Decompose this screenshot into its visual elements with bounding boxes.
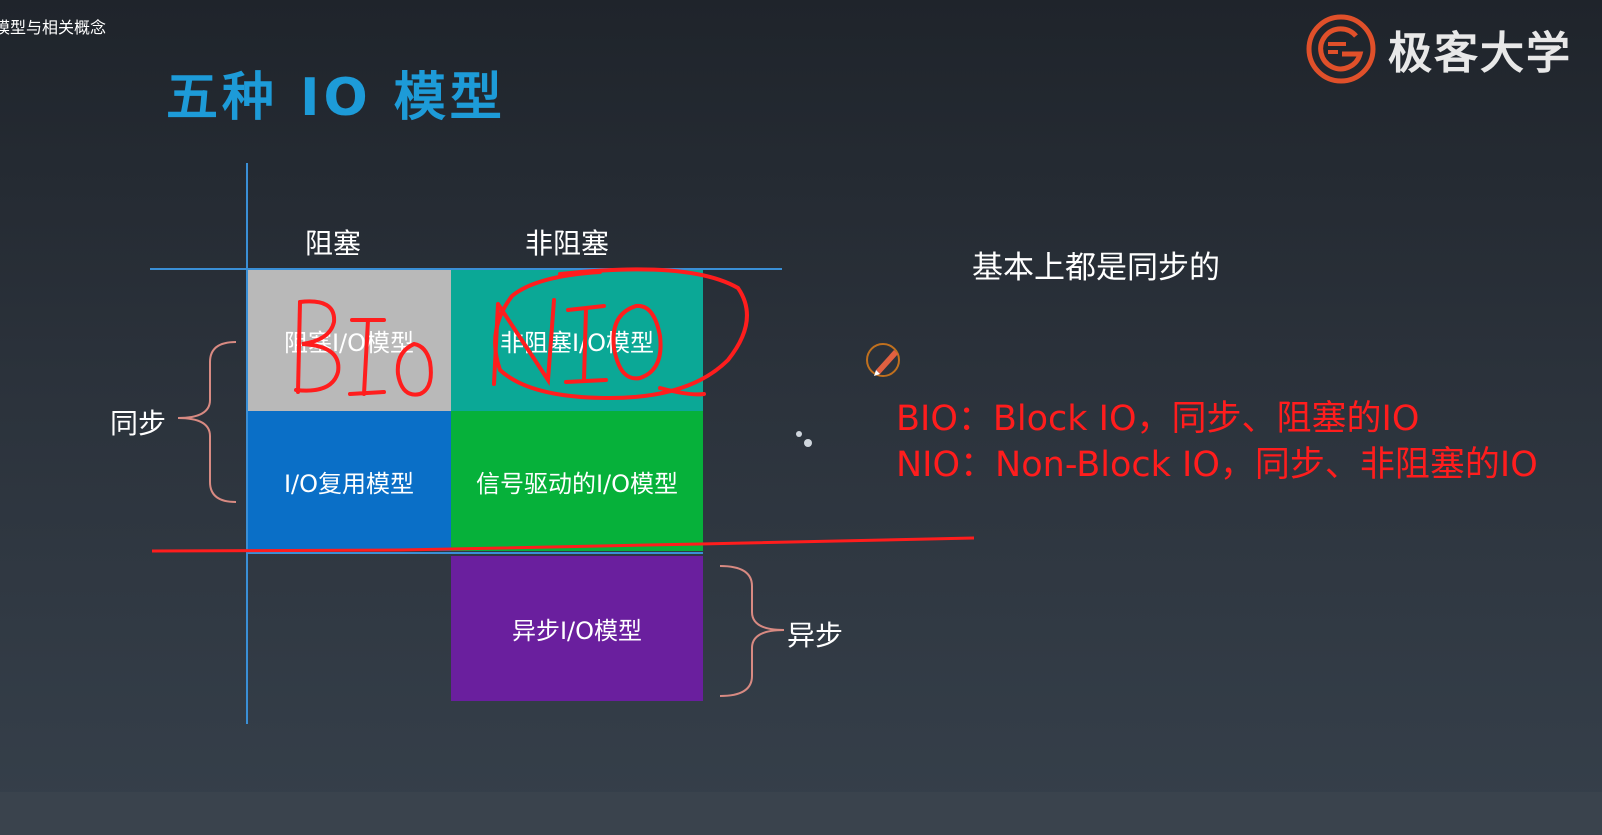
async-group-label: 异步 bbox=[787, 619, 844, 652]
brand-logo: 极客大学 bbox=[1306, 12, 1596, 86]
slide-title: 五种 IO 模型 bbox=[166, 68, 506, 128]
bio-definition: BIO：Block IO，同步、阻塞的IO bbox=[896, 399, 1420, 439]
bottom-bar bbox=[0, 792, 1602, 835]
pen-cursor-icon bbox=[866, 343, 900, 377]
sync-note: 基本上都是同步的 bbox=[972, 250, 1220, 286]
cell-async-io: 异步I/O模型 bbox=[451, 556, 703, 701]
nio-definition: NIO：Non-Block IO，同步、非阻塞的IO bbox=[896, 445, 1538, 485]
red-underline-stroke bbox=[151, 536, 975, 553]
geek-logo-icon bbox=[1306, 14, 1376, 84]
dot-marker bbox=[796, 431, 802, 437]
handwritten-nio bbox=[492, 267, 749, 401]
cell-multiplexing-io: I/O复用模型 bbox=[247, 411, 451, 551]
sync-group-label: 同步 bbox=[110, 407, 167, 440]
cell-multiplexing-io-label: I/O复用模型 bbox=[283, 469, 415, 498]
dot-marker bbox=[804, 439, 812, 447]
cell-async-io-label: 异步I/O模型 bbox=[511, 617, 643, 645]
sync-bracket bbox=[177, 341, 237, 503]
async-bracket bbox=[719, 565, 785, 697]
cell-signal-driven-io: 信号驱动的I/O模型 bbox=[451, 411, 703, 551]
window-title: 模型与相关概念 bbox=[0, 18, 107, 37]
cell-signal-driven-io-label: 信号驱动的I/O模型 bbox=[475, 469, 679, 498]
column-header-non-blocking: 非阻塞 bbox=[525, 227, 610, 260]
column-header-blocking: 阻塞 bbox=[305, 227, 362, 260]
brand-name: 极客大学 bbox=[1388, 28, 1572, 79]
handwritten-bio bbox=[294, 299, 433, 397]
